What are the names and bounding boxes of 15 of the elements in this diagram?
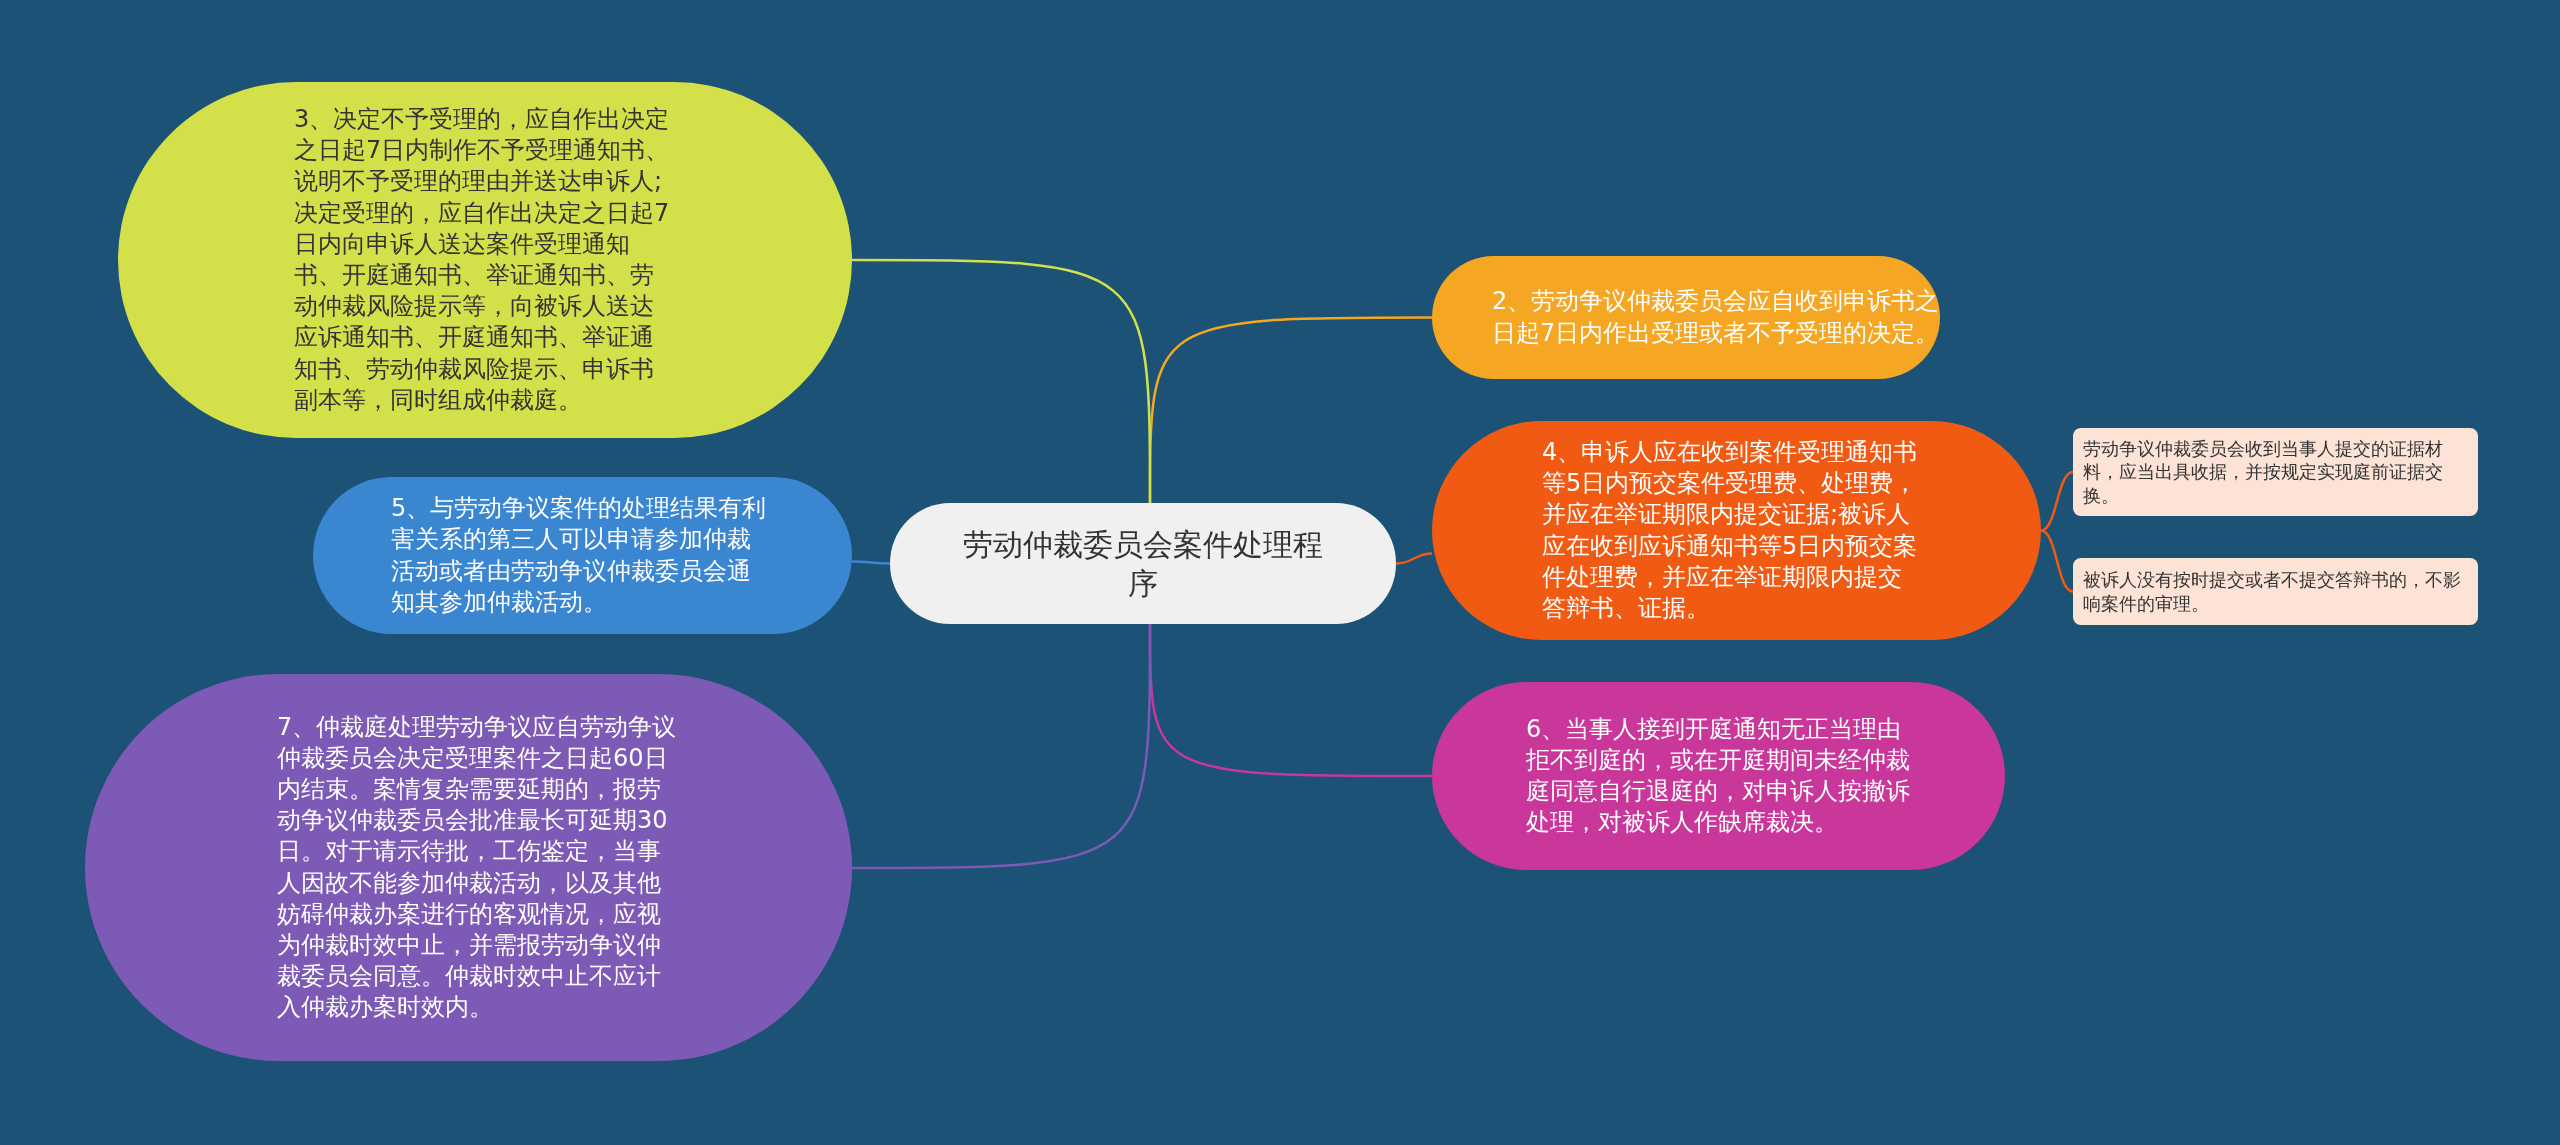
connector-line bbox=[852, 560, 890, 565]
topic-bubble: 4、申诉人应在收到案件受理通知书等5日内预交案件受理费、处理费，并应在举证期限内提交证据;被诉人应在收到应诉通知书等5日内预交案件处理费，并应在举证期限内提交答辩书、证据。 bbox=[1432, 421, 2041, 640]
topic-bubble: 6、当事人接到开庭通知无正当理由拒不到庭的，或在开庭期间未经仲裁庭同意自行退庭的，对申诉人按撤诉处理，对被诉人作缺席裁决。 bbox=[1432, 682, 2005, 870]
connector-line bbox=[2040, 529, 2074, 593]
topic-bubble: 5、与劳动争议案件的处理结果有利害关系的第三人可以申请参加仲裁活动或者由劳动争议仲裁委员会通知其参加仲裁活动。 bbox=[313, 477, 852, 634]
connector-line bbox=[2040, 470, 2074, 532]
topic-bubble: 2、劳动争议仲裁委员会应自收到申诉书之日起7日内作出受理或者不予受理的决定。 bbox=[1432, 256, 1940, 379]
topic-bubble: 3、决定不予受理的，应自作出决定之日起7日内制作不予受理通知书、说明不予受理的理由并送达申诉人;决定受理的，应自作出决定之日起7日内向申诉人送达案件受理通知书、开庭通知书、举证通知书、劳动仲裁风险提示等，向被诉人送达应诉通知书、开庭通知书、举证通知书、劳动仲裁风险提示、申诉书副本等，同时组成仲裁庭。 bbox=[118, 82, 852, 438]
connector-line bbox=[852, 624, 1152, 870]
connector-line bbox=[1395, 552, 1433, 565]
connector-line bbox=[852, 258, 1152, 503]
topic-bubble: 7、仲裁庭处理劳动争议应自劳动争议仲裁委员会决定受理案件之日起60日内结束。案情复杂需要延期的，报劳动争议仲裁委员会批准最长可延期30日。对于请示待批，工伤鉴定，当事人因故不能参加仲裁活动，以及其他妨碍仲裁办案进行的客观情况，应视为仲裁时效中止，并需报劳动争议仲裁委员会同意。仲裁时效中止不应计入仲裁办案时效内。 bbox=[85, 674, 852, 1061]
note-box: 劳动争议仲裁委员会收到当事人提交的证据材料，应当出具收据，并按规定实现庭前证据交换。 bbox=[2073, 428, 2478, 516]
central-topic-bubble: 劳动仲裁委员会案件处理程序 bbox=[890, 503, 1396, 624]
note-box: 被诉人没有按时提交或者不提交答辩书的，不影响案件的审理。 bbox=[2073, 558, 2478, 625]
